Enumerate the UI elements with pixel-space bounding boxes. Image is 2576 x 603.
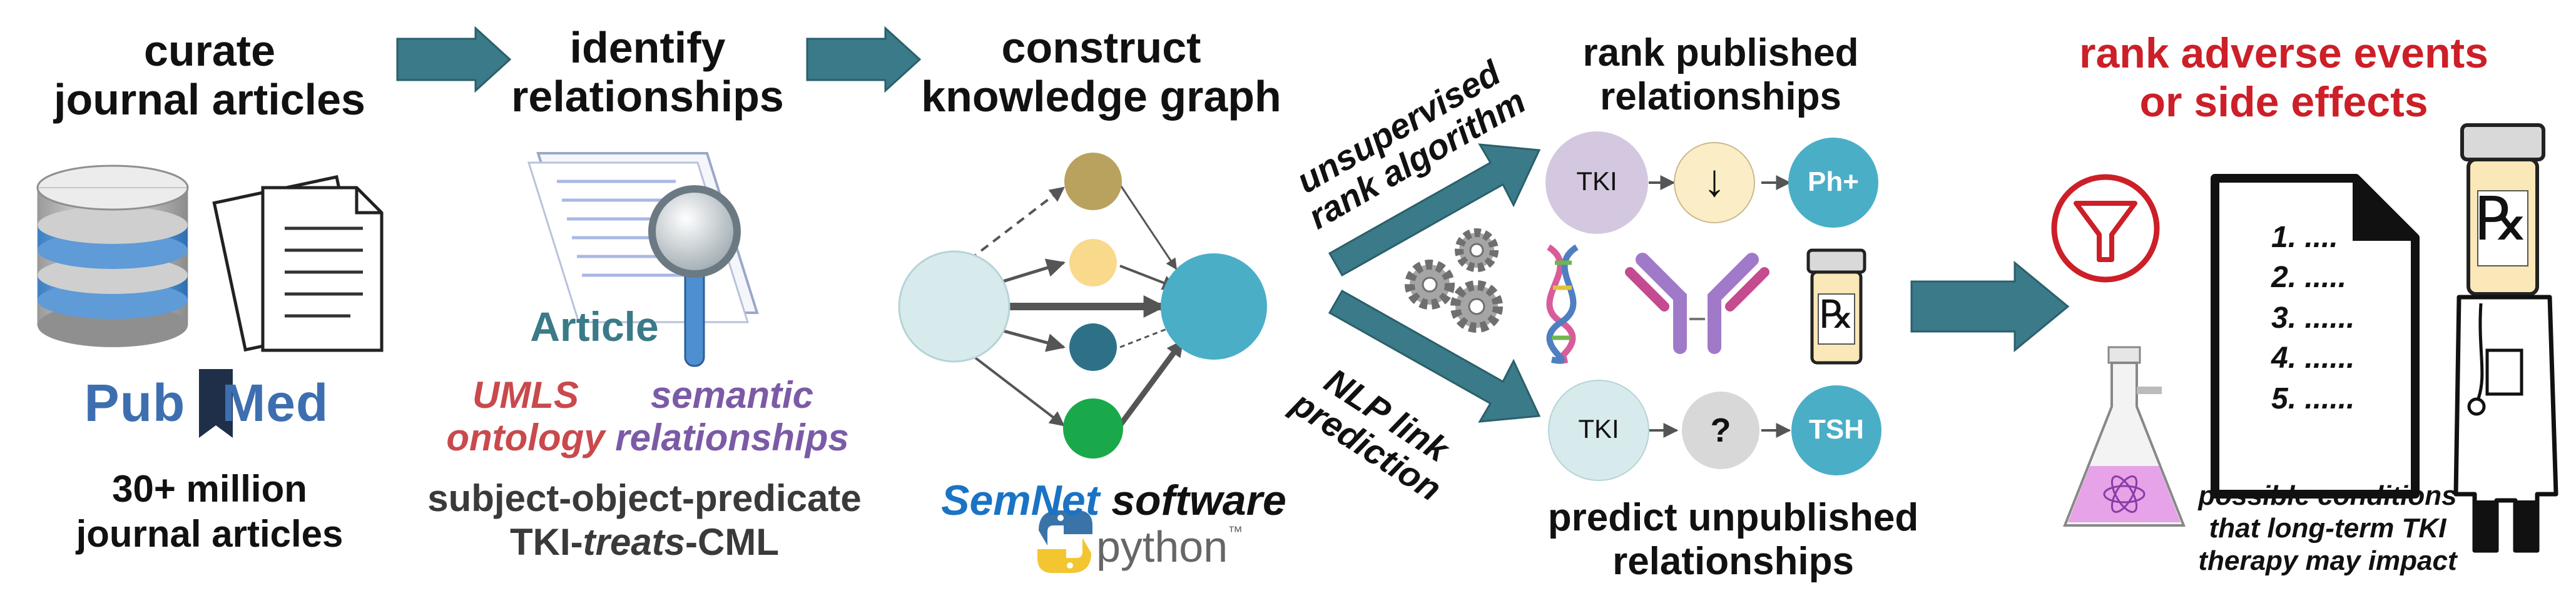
- documents-icon: [212, 175, 384, 352]
- step2-caption-line2: TKI-treats-CML: [382, 522, 907, 562]
- semantic-line1: semantic: [650, 374, 814, 416]
- list-item: 3. ......: [2271, 301, 2355, 335]
- nlp-arrow: [1328, 289, 1541, 423]
- rank-title-line2: relationships: [1600, 75, 1841, 118]
- python-tm: ™: [1228, 524, 1243, 540]
- umls-line1: UMLS: [472, 374, 579, 416]
- step1-title-line2: journal articles: [54, 75, 365, 124]
- step3-title-line2: knowledge graph: [921, 72, 1281, 121]
- caption-cml: -CML: [685, 521, 779, 563]
- magnifier-icon: [648, 185, 741, 367]
- step5-title-line2: or side effects: [2139, 78, 2428, 126]
- step1-title-line1: curate: [143, 26, 276, 75]
- rank-title-line1: rank published: [1582, 31, 1859, 74]
- database-icon: [36, 165, 189, 347]
- list-item: 5. ......: [2271, 382, 2355, 415]
- predict-node-question: ?: [1710, 412, 1731, 449]
- pill-bottle-icon: [1806, 248, 1866, 365]
- graph-node-source: [898, 250, 1011, 363]
- document-list-icon: [2211, 174, 2420, 499]
- flow-arrow-2: [806, 26, 922, 93]
- rank-node-ph: Ph+: [1808, 166, 1859, 197]
- software-word: software: [1099, 477, 1286, 524]
- predict-node-tki: TKI: [1578, 414, 1619, 443]
- pubmed-bookmark: [199, 369, 233, 438]
- condition-list: 1. .... 2. ..... 3. ...... 4. ...... 5. …: [2271, 221, 2355, 415]
- python-logo-icon: [1037, 510, 1092, 573]
- umls-line2: ontology: [446, 417, 605, 459]
- step2-title-line2: relationships: [511, 72, 784, 121]
- step5-caption-line1: possible conditions: [2198, 480, 2457, 511]
- step1-caption-line1: 30+ million: [112, 468, 307, 510]
- step5-title-line1: rank adverse events: [2079, 29, 2488, 77]
- rank-node-tki: TKI: [1576, 166, 1617, 196]
- dna-icon: [1546, 244, 1579, 364]
- rank-arrow: [1328, 143, 1541, 277]
- knowledge-graph: [898, 153, 1267, 459]
- flask-icon: [2063, 346, 2186, 527]
- flow-arrow-3: [1910, 260, 2070, 353]
- list-item: 1. ....: [2271, 221, 2338, 254]
- graph-node-4: [1063, 398, 1123, 459]
- predict-title-line2: relationships: [1612, 540, 1854, 583]
- step5-caption-line2: that long-term TKI: [2209, 513, 2446, 544]
- list-item: 2. .....: [2271, 261, 2347, 295]
- flow-arrow-1: [396, 26, 512, 93]
- predict-title-line1: predict unpublished: [1547, 496, 1919, 539]
- graph-node-2: [1069, 239, 1117, 286]
- semnet-name: SemNet: [941, 477, 1100, 524]
- step3-title-line1: construct: [1001, 23, 1201, 72]
- gears-icon: [1405, 228, 1503, 333]
- doctor-icon: [2453, 123, 2558, 553]
- pubmed-logo-pub: Pub: [84, 373, 186, 432]
- step2-caption-line1: subject-object-predicate: [427, 477, 862, 519]
- semnet-software-label: SemNet software: [888, 477, 1339, 524]
- graph-node-3: [1069, 323, 1117, 371]
- caption-tki: TKI-: [509, 521, 583, 563]
- step1-caption-line2: journal articles: [76, 513, 344, 555]
- predict-node-tsh: TSH: [1809, 414, 1864, 445]
- article-label: Article: [530, 303, 659, 350]
- caption-treats: treats: [583, 521, 686, 563]
- graph-node-1: [1064, 153, 1122, 210]
- python-text: python: [1096, 522, 1228, 571]
- rank-chain: [1545, 131, 1878, 234]
- step5-caption-line3: therapy may impact: [2198, 545, 2457, 576]
- antibody-icon: [1625, 253, 1769, 354]
- graph-node-target: [1161, 253, 1267, 360]
- pubmed-logo-med: Med: [221, 373, 329, 432]
- rx-symbol-step4: ℞: [1819, 291, 1854, 337]
- step2-title-line1: identify: [569, 23, 726, 72]
- semantic-line2: relationships: [615, 417, 849, 459]
- pubmed-logo: Pub Med: [69, 375, 344, 430]
- rank-node-down: ↓: [1703, 156, 1726, 206]
- rx-symbol-step5: ℞: [2475, 184, 2529, 254]
- python-wordmark: python™: [1096, 524, 1284, 570]
- filter-icon: [2051, 174, 2160, 283]
- list-item: 4. ......: [2271, 342, 2355, 375]
- predict-chain: [1548, 380, 1881, 481]
